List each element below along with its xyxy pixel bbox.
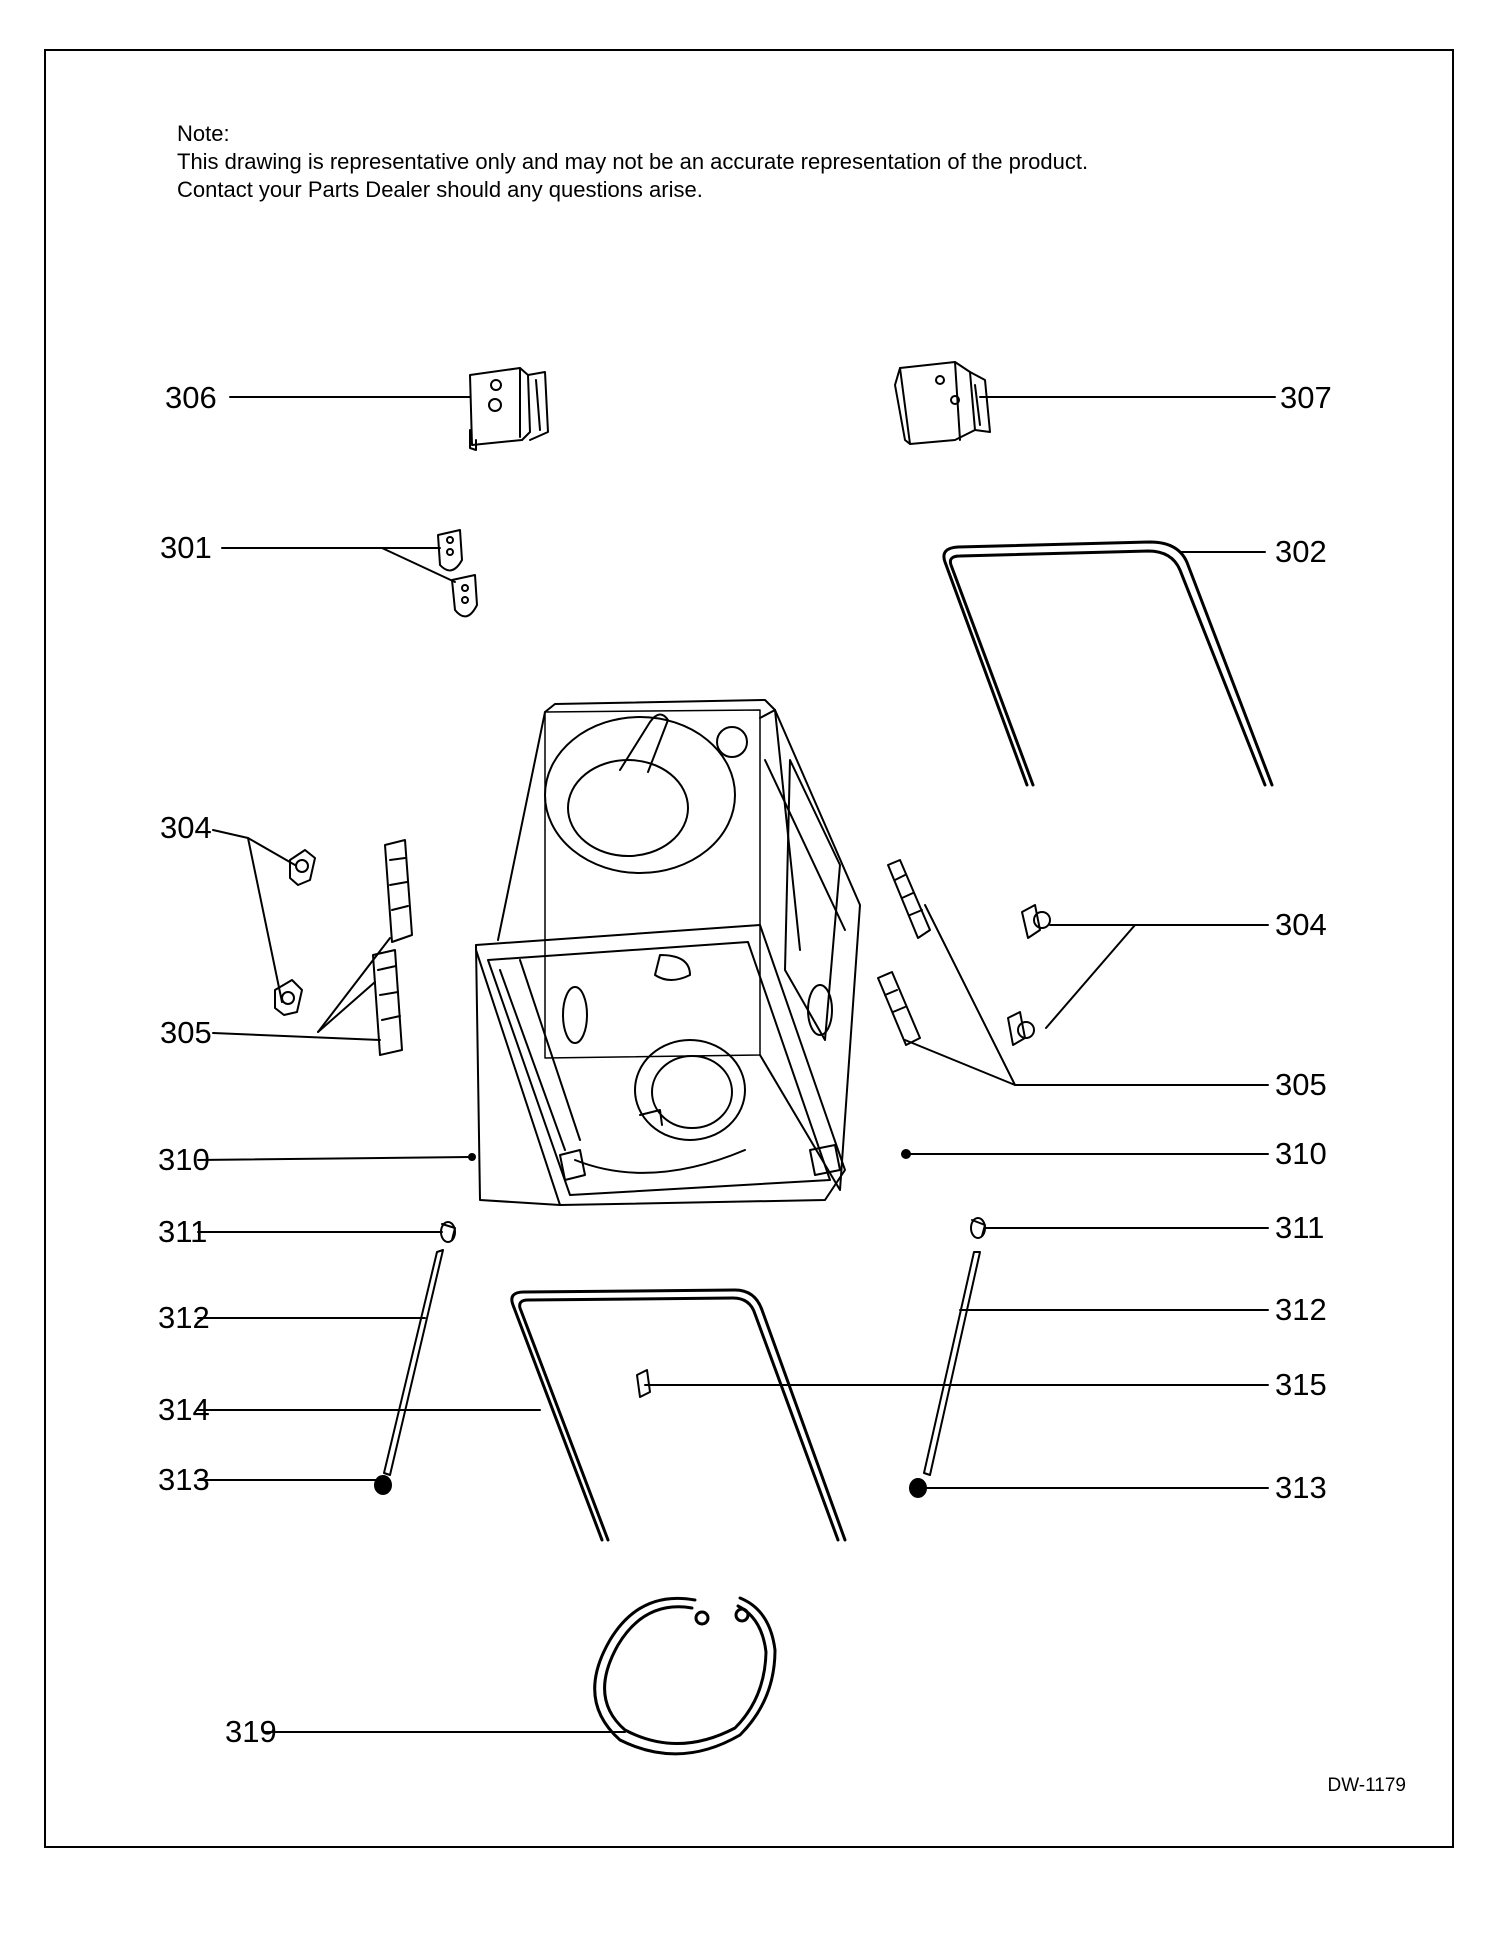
part-315-clip — [636, 1369, 651, 1398]
callout-307: 307 — [1280, 380, 1332, 415]
part-304-left-brackets — [274, 849, 316, 1016]
callout-301: 301 — [160, 530, 212, 565]
callout-304-right: 304 — [1275, 907, 1327, 942]
part-310-right-screw — [901, 1149, 911, 1159]
callout-310-left: 310 — [158, 1142, 210, 1177]
callout-312-right: 312 — [1275, 1292, 1327, 1327]
part-306-bracket — [469, 367, 549, 451]
part-305-left-plates — [372, 839, 413, 1056]
callout-315: 315 — [1275, 1367, 1327, 1402]
callout-302: 302 — [1275, 534, 1327, 569]
callout-314: 314 — [158, 1392, 210, 1427]
callout-306: 306 — [165, 380, 217, 415]
callout-313-left: 313 — [158, 1462, 210, 1497]
part-312-rails — [383, 1249, 981, 1476]
part-314-gasket — [510, 1288, 847, 1542]
note-heading: Note: — [177, 121, 230, 146]
note-line-1: This drawing is representative only and … — [177, 149, 1089, 174]
part-311-caps — [440, 1217, 986, 1243]
drawing-code: DW-1179 — [1327, 1775, 1407, 1796]
callout-313-right: 313 — [1275, 1470, 1327, 1505]
callout-labels: 306 307 301 302 304 304 305 305 310 310 … — [158, 380, 1332, 1749]
note-line-2: Contact your Parts Dealer should any que… — [177, 177, 703, 202]
part-305-right-plates — [877, 859, 931, 1046]
callout-319: 319 — [225, 1714, 277, 1749]
part-313-endcaps — [374, 1475, 927, 1498]
part-307-bracket — [894, 361, 991, 445]
drawing-frame — [44, 49, 1454, 1848]
callout-310-right: 310 — [1275, 1136, 1327, 1171]
leader-lines — [197, 396, 1276, 1733]
callout-305-right: 305 — [1275, 1067, 1327, 1102]
part-301-clips — [437, 529, 478, 618]
callout-311-right: 311 — [1275, 1210, 1324, 1245]
callout-304-left: 304 — [160, 810, 212, 845]
part-302-gasket — [942, 540, 1274, 787]
callout-312-left: 312 — [158, 1300, 210, 1335]
drawing-note: Note: This drawing is representative onl… — [177, 120, 1397, 204]
callout-311-left: 311 — [158, 1214, 207, 1249]
part-319-loop — [593, 1596, 777, 1756]
part-304-right-brackets — [1007, 904, 1051, 1046]
callout-305-left: 305 — [160, 1015, 212, 1050]
dishwasher-tub — [475, 699, 861, 1206]
